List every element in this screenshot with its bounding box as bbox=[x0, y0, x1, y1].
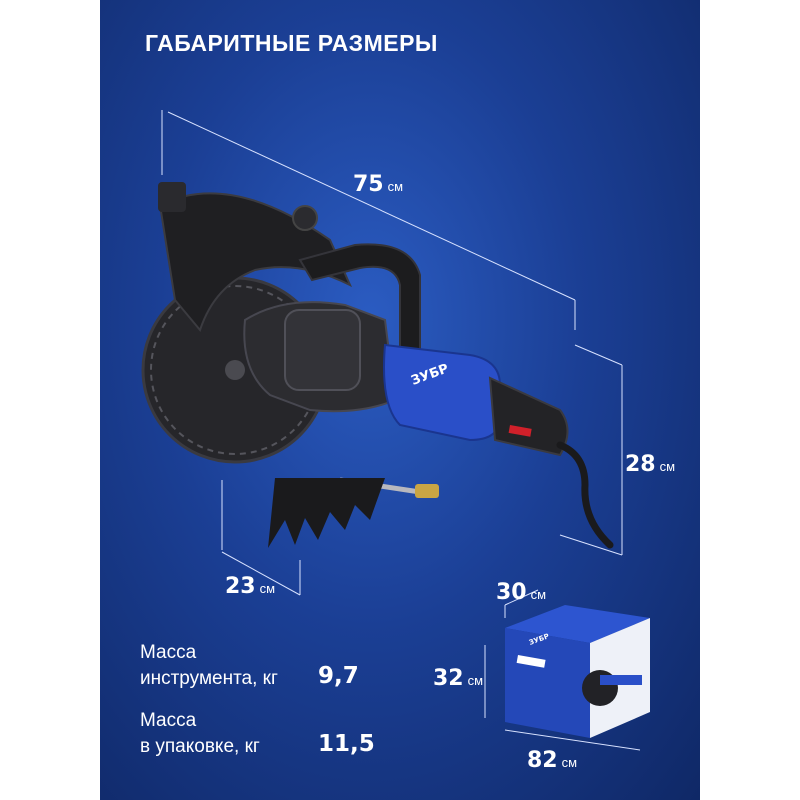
support-foot bbox=[268, 478, 385, 548]
page-margin-right bbox=[700, 0, 800, 800]
blade-guard bbox=[158, 182, 353, 333]
tool-weight-label: Масса инструмента, кг bbox=[140, 642, 278, 689]
page-margin-left bbox=[0, 0, 100, 800]
gear-housing bbox=[243, 301, 397, 413]
package-weight-value: 11,5 bbox=[318, 731, 375, 757]
tool-weight-value: 9,7 bbox=[318, 663, 359, 689]
motor-body: ЗУБР bbox=[383, 343, 569, 457]
page-title: ГАБАРИТНЫЕ РАЗМЕРЫ bbox=[145, 30, 438, 56]
package-weight-label: Масса в упаковке, кг bbox=[140, 710, 260, 757]
dimension-lines bbox=[161, 110, 641, 751]
package-box: ЗУБР bbox=[505, 605, 650, 738]
power-cable bbox=[556, 441, 614, 549]
